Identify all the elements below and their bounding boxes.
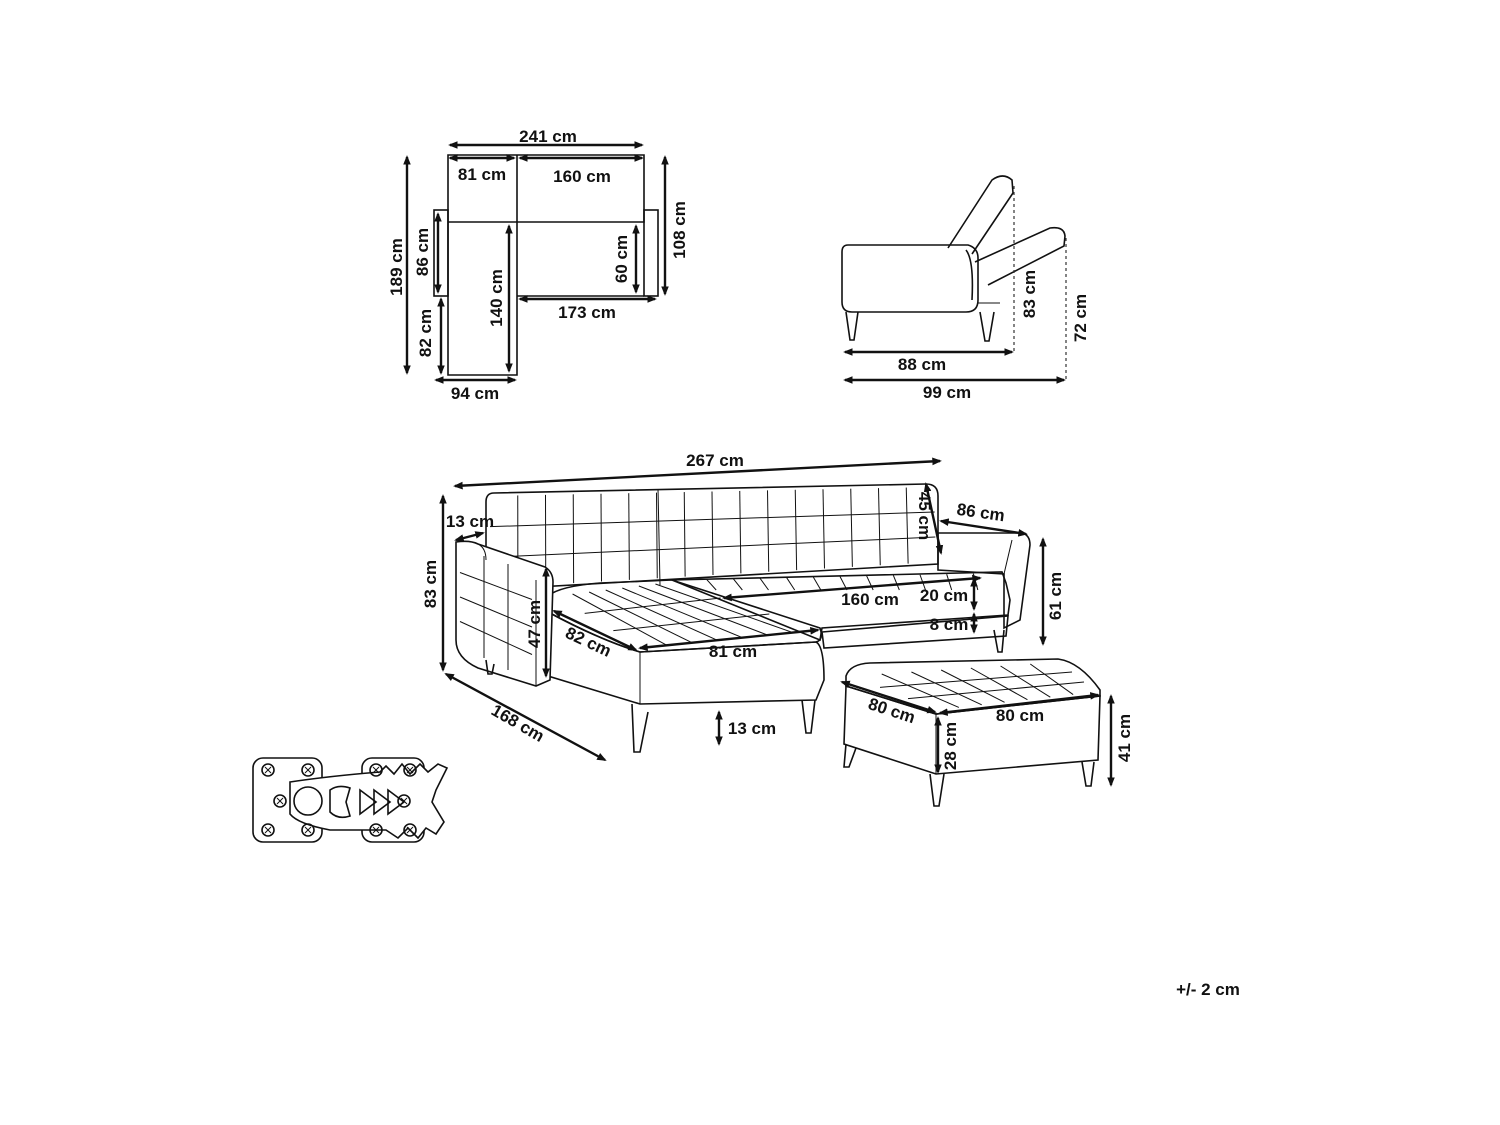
- plan-armrest-left: [433, 209, 449, 297]
- sofa-base-frame: [821, 615, 1009, 649]
- ottoman-leg-front-right: [1081, 761, 1095, 787]
- side-backrest-upright: [947, 175, 1014, 255]
- ottoman-leg-height-label: 28 cm: [941, 722, 960, 770]
- plan-chaise-length-label: 140 cm: [487, 269, 506, 327]
- sofa-leg-height-label: 13 cm: [728, 719, 776, 738]
- side-depth-reclined-label: 99 cm: [923, 383, 971, 402]
- ottoman-height-label: 41 cm: [1115, 714, 1134, 762]
- ottoman-leg-back-left: [843, 743, 857, 768]
- side-leg-front: [845, 311, 859, 341]
- sofa-leg-front-left: [631, 703, 649, 753]
- ottoman-leg-front-left: [929, 773, 945, 807]
- sofa-leg-front-right: [801, 699, 816, 734]
- sofa-chaise-width-label: 81 cm: [709, 642, 757, 661]
- sofa-perspective-view: 267 cm 13 cm 83 cm 47 cm 82 cm 81 cm 160…: [421, 451, 1065, 762]
- plan-sofa-width-label: 160 cm: [553, 167, 611, 186]
- sofa-side-length-label: 168 cm: [488, 701, 547, 746]
- sofa-seat-height-label: 61 cm: [1046, 572, 1065, 620]
- sofa-leg-back-right: [993, 629, 1005, 653]
- sofa-under-seat-label: 8 cm: [930, 615, 969, 634]
- sofa-seat-length-label: 160 cm: [841, 590, 899, 609]
- plan-armrest-right: [643, 209, 659, 297]
- side-profile-view: 83 cm 72 cm 88 cm 99 cm: [841, 175, 1090, 402]
- plan-chaise-extension-label: 82 cm: [416, 309, 435, 357]
- plan-armrest-depth-label: 86 cm: [413, 228, 432, 276]
- plan-chaise-width-label: 81 cm: [458, 165, 506, 184]
- sofa-total-height-label: 83 cm: [421, 560, 440, 608]
- sofa-chaise-depth-label: 82 cm: [562, 623, 614, 661]
- sofa-armrest-width-label: 13 cm: [446, 512, 494, 531]
- plan-seat-depth-label: 60 cm: [612, 235, 631, 283]
- ottoman-view: 80 cm 80 cm 28 cm 41 cm: [840, 658, 1134, 807]
- side-backrest-reclined: [974, 226, 1066, 286]
- sofa-backrest-label: 45 cm: [915, 492, 934, 540]
- side-back-upright-label: 83 cm: [1020, 270, 1039, 318]
- sofa-armrest-height-label: 47 cm: [525, 600, 544, 648]
- side-depth-upright-label: 88 cm: [898, 355, 946, 374]
- plan-bottom-width-label: 94 cm: [451, 384, 499, 403]
- backrest-tufting: [489, 487, 936, 587]
- plan-total-width-label: 241 cm: [519, 127, 577, 146]
- tolerance-note: +/- 2 cm: [1176, 980, 1240, 999]
- plan-front-length-label: 173 cm: [558, 303, 616, 322]
- plan-total-depth-label: 189 cm: [387, 238, 406, 296]
- sofa-total-length-label: 267 cm: [686, 451, 744, 470]
- side-back-reclined-label: 72 cm: [1071, 294, 1090, 342]
- side-seat-body: [841, 244, 979, 313]
- corner-connector-icon: [252, 757, 449, 843]
- ottoman-width-label: 80 cm: [996, 706, 1044, 725]
- plan-view: 241 cm 81 cm 160 cm 189 cm 86 cm 82 cm 1…: [387, 127, 689, 403]
- sofa-seat-cushion-label: 20 cm: [920, 586, 968, 605]
- ottoman-top: [845, 658, 1101, 715]
- plan-sofa-depth-label: 108 cm: [670, 201, 689, 259]
- armrest-tufting: [459, 556, 533, 670]
- side-leg-back: [979, 311, 995, 342]
- sofa-seat-depth-label: 86 cm: [956, 500, 1006, 526]
